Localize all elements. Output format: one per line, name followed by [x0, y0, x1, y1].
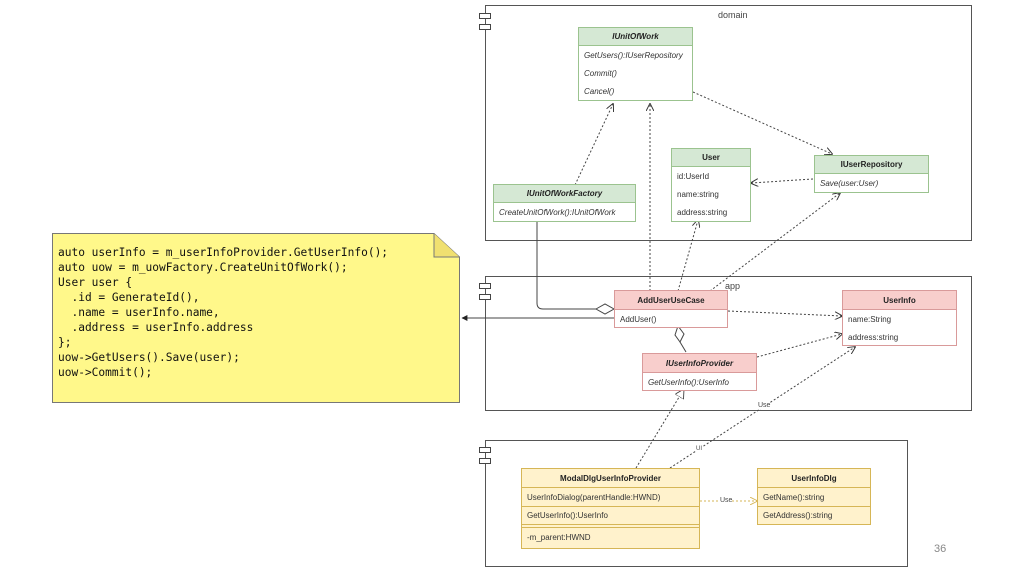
class-member: address:string — [848, 332, 899, 342]
note-shape — [52, 233, 460, 403]
package-domain-label: domain — [718, 10, 748, 20]
code-note: auto userInfo = m_userInfoProvider.GetUs… — [52, 233, 460, 403]
class-name: IUserRepository — [815, 156, 928, 174]
class-member: CreateUnitOfWork():IUnitOfWork — [499, 207, 616, 217]
class-iuserrepository[interactable]: IUserRepository Save(user:User) — [814, 155, 929, 193]
class-member: address:string — [677, 207, 728, 217]
edge-label-use: Use — [720, 497, 733, 504]
edge-usecase-to-repository — [709, 193, 840, 292]
class-name: UserInfo — [843, 291, 956, 310]
class-member: GetUserInfo():UserInfo — [648, 377, 729, 387]
class-name: AddUserUseCase — [615, 291, 727, 310]
class-member: Save(user:User) — [820, 178, 879, 188]
aggregation-diamond — [674, 324, 685, 343]
component-icon — [479, 13, 491, 37]
class-member: GetName():string — [763, 492, 825, 502]
class-member: name:String — [848, 314, 892, 324]
class-userinfo[interactable]: UserInfo name:String address:string — [842, 290, 957, 346]
aggregation-diamond — [594, 303, 616, 315]
class-adduserusecase[interactable]: AddUserUseCase AddUser() — [614, 290, 728, 328]
component-icon — [479, 283, 491, 307]
class-member: Cancel() — [584, 86, 615, 96]
edge-label-ui: UI — [696, 446, 702, 452]
class-iuserinfoprovider[interactable]: IUserInfoProvider GetUserInfo():UserInfo — [642, 353, 757, 391]
class-member: Commit() — [584, 68, 617, 78]
edge-modaldlg-to-provider — [635, 389, 684, 469]
class-member: id:UserId — [677, 171, 710, 181]
class-member: name:string — [677, 189, 719, 199]
class-name: User — [672, 149, 750, 167]
class-member: GetUsers():IUserRepository — [584, 50, 683, 60]
edge-repository-to-user — [751, 178, 814, 183]
class-user[interactable]: User id:UserId name:string address:strin… — [671, 148, 751, 222]
component-icon — [479, 447, 491, 471]
class-member: GetAddress():string — [758, 506, 870, 524]
edge-factory-to-usecase — [536, 221, 596, 310]
class-member: -m_parent:HWND — [527, 532, 591, 542]
edge-usecase-to-userinfo — [727, 310, 842, 316]
class-member: UserInfoDialog(parentHandle:HWND) — [527, 492, 661, 502]
class-member: AddUser() — [620, 314, 657, 324]
class-name: IUnitOfWork — [579, 28, 692, 46]
class-iunitofwork[interactable]: IUnitOfWork GetUsers():IUserRepository C… — [578, 27, 693, 101]
class-iunitofworkfactory[interactable]: IUnitOfWorkFactory CreateUnitOfWork():IU… — [493, 184, 636, 222]
edge-factory-to-unitofwork — [574, 104, 613, 186]
note-code: auto userInfo = m_userInfoProvider.GetUs… — [58, 246, 389, 379]
edge-usecase-to-user — [677, 220, 698, 292]
package-app-label: app — [725, 281, 741, 291]
page-number: 36 — [934, 543, 947, 555]
class-member: GetUserInfo():UserInfo — [522, 506, 699, 524]
edge-provider-to-usecase — [679, 341, 687, 353]
edge-unitofwork-to-repository — [692, 91, 832, 154]
class-modaldlguserinfoprovider[interactable]: ModalDlgUserInfoProvider UserInfoDialog(… — [521, 468, 700, 549]
class-divider — [522, 524, 699, 528]
class-userinfodlg[interactable]: UserInfoDlg GetName():string GetAddress(… — [757, 468, 871, 525]
edge-label-use: Use — [758, 402, 771, 409]
class-name: UserInfoDlg — [758, 469, 870, 488]
edge-provider-to-userinfo — [756, 334, 842, 358]
class-name: IUserInfoProvider — [643, 354, 756, 373]
class-name: IUnitOfWorkFactory — [494, 185, 635, 203]
class-name: ModalDlgUserInfoProvider — [522, 469, 699, 488]
